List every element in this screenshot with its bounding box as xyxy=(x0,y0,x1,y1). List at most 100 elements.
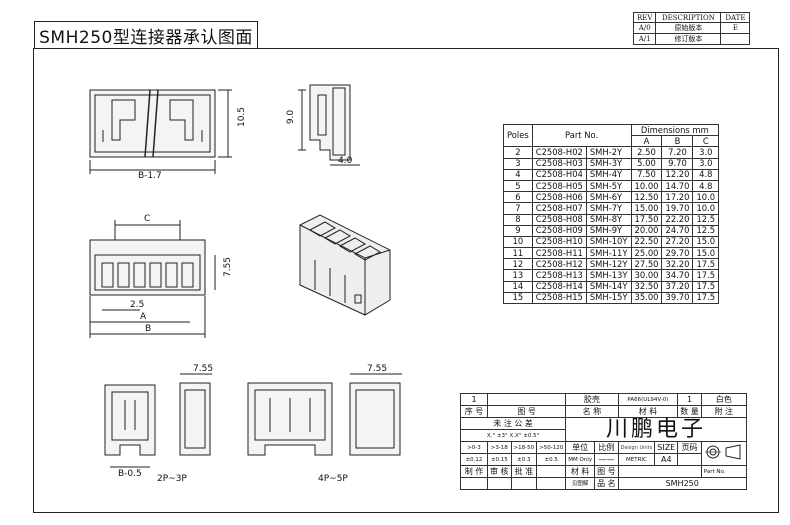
table-cell: SMH-2Y xyxy=(585,146,632,159)
table-cell: SMH-14Y xyxy=(585,280,632,293)
tb-header-note: 附 注 xyxy=(700,405,747,418)
side-view-drawing xyxy=(298,84,360,166)
col-poles-header: Poles xyxy=(503,123,533,148)
tb-range-tol: ±0.3 xyxy=(510,453,538,466)
table-cell: 12.20 xyxy=(661,168,694,181)
table-cell: 17.50 xyxy=(630,213,663,226)
table-cell: 17.5 xyxy=(692,269,720,282)
tb-brand: 川鹏电子 xyxy=(565,417,747,442)
table-cell: 3.0 xyxy=(692,146,720,159)
table-cell: 29.70 xyxy=(661,247,694,260)
table-cell: 2 xyxy=(503,146,533,159)
tb-design-units: Design Units xyxy=(617,441,656,454)
tb-unit-label: 单位 xyxy=(565,441,596,454)
table-cell: 30.00 xyxy=(630,269,663,282)
table-cell: 6 xyxy=(503,191,533,204)
table-cell: SMH-12Y xyxy=(585,258,632,271)
dim-label: A xyxy=(140,312,147,322)
rev-cell xyxy=(720,33,751,45)
tb-checked: 审 核 xyxy=(487,465,512,478)
dim-label: 10.5 xyxy=(237,106,248,128)
dim-label: 9.0 xyxy=(286,109,297,125)
table-cell: C2508-H13 xyxy=(531,269,587,282)
2p3p-views-drawing xyxy=(104,373,212,468)
table-cell: 10.00 xyxy=(630,179,663,193)
table-cell: C2508-H14 xyxy=(531,280,587,293)
projection-symbol-icon xyxy=(704,444,741,460)
table-cell: SMH-3Y xyxy=(585,157,632,170)
table-cell: C2508-H03 xyxy=(531,157,587,170)
tb-blank xyxy=(460,477,488,490)
table-cell: 32.20 xyxy=(661,258,694,271)
table-cell: 9 xyxy=(503,224,533,237)
table-cell: C2508-H09 xyxy=(531,224,587,237)
tb-row1-note: 白色 xyxy=(700,393,747,406)
table-cell: SMH-15Y xyxy=(585,291,632,305)
table-cell: 17.5 xyxy=(692,291,720,305)
table-cell: SMH-7Y xyxy=(585,202,632,215)
dim-label: 7.55 xyxy=(223,256,234,278)
table-cell: 10.0 xyxy=(692,191,720,204)
tb-page-label: 页码 xyxy=(677,441,702,454)
table-cell: C2508-H15 xyxy=(531,291,587,305)
table-cell: C2508-H08 xyxy=(531,213,587,226)
tb-row1-drawing xyxy=(486,393,567,406)
table-cell: 10.0 xyxy=(692,202,720,215)
table-cell: C2508-H04 xyxy=(531,168,587,181)
revision-table: REV DESCRIPTION DATE A/0 原始版本 E A/1 修订版本 xyxy=(632,12,751,45)
frame-left xyxy=(33,48,34,513)
top-view-drawing xyxy=(89,220,216,338)
table-cell: 3 xyxy=(503,157,533,170)
table-cell: 39.70 xyxy=(661,291,694,305)
table-cell: 4.8 xyxy=(692,168,720,181)
table-cell: 7 xyxy=(503,202,533,215)
tb-dwg-label: 图 号 xyxy=(594,465,619,478)
tb-blank xyxy=(536,465,567,478)
dim-label: C xyxy=(144,214,151,224)
table-cell: 5 xyxy=(503,179,533,193)
tb-size-label: SIZE xyxy=(654,441,679,454)
table-cell: 27.20 xyxy=(661,235,694,249)
table-cell: 22.50 xyxy=(630,235,663,249)
frame-top xyxy=(33,48,779,49)
tb-row1-qty: 1 xyxy=(677,393,702,406)
table-cell: 12.50 xyxy=(630,191,663,204)
table-cell: 14.70 xyxy=(661,179,694,193)
title-block: 1 胶壳 PA66(UL94V-0) 1 白色 序 号 图 号 名 称 材 料 … xyxy=(459,393,747,490)
tb-header-name: 名 称 xyxy=(565,405,619,418)
table-cell: C2508-H02 xyxy=(531,146,587,159)
table-cell: 8 xyxy=(503,213,533,226)
table-cell: 12.5 xyxy=(692,213,720,226)
table-cell: 10 xyxy=(503,235,533,249)
tb-product-label: 品 名 xyxy=(594,477,619,490)
table-cell: 9.70 xyxy=(661,157,694,170)
tb-design-units-value: METRIC xyxy=(617,453,656,466)
col-part-header: Part No. xyxy=(531,123,632,148)
tb-range-tol: ±0.5 xyxy=(536,453,567,466)
table-cell: 7.50 xyxy=(630,168,663,181)
table-cell: 3.0 xyxy=(692,157,720,170)
tb-scale-label: 比例 xyxy=(594,441,619,454)
table-cell: 17.5 xyxy=(692,280,720,293)
tb-drawn: 制 作 xyxy=(460,465,488,478)
col-b-header: B xyxy=(661,135,694,148)
tb-range-tol: ±0.12 xyxy=(460,453,488,466)
table-cell: 27.50 xyxy=(630,258,663,271)
tb-tolerance-values: X.° ±3° X.X° ±0.5° xyxy=(459,429,567,442)
table-cell: 15.0 xyxy=(692,247,720,260)
tb-approved: 批 准 xyxy=(510,465,538,478)
table-cell: 2.50 xyxy=(630,146,663,159)
tb-part-no-label: Part No. xyxy=(700,465,747,478)
col-dims-header: Dimensions mm xyxy=(630,123,720,137)
